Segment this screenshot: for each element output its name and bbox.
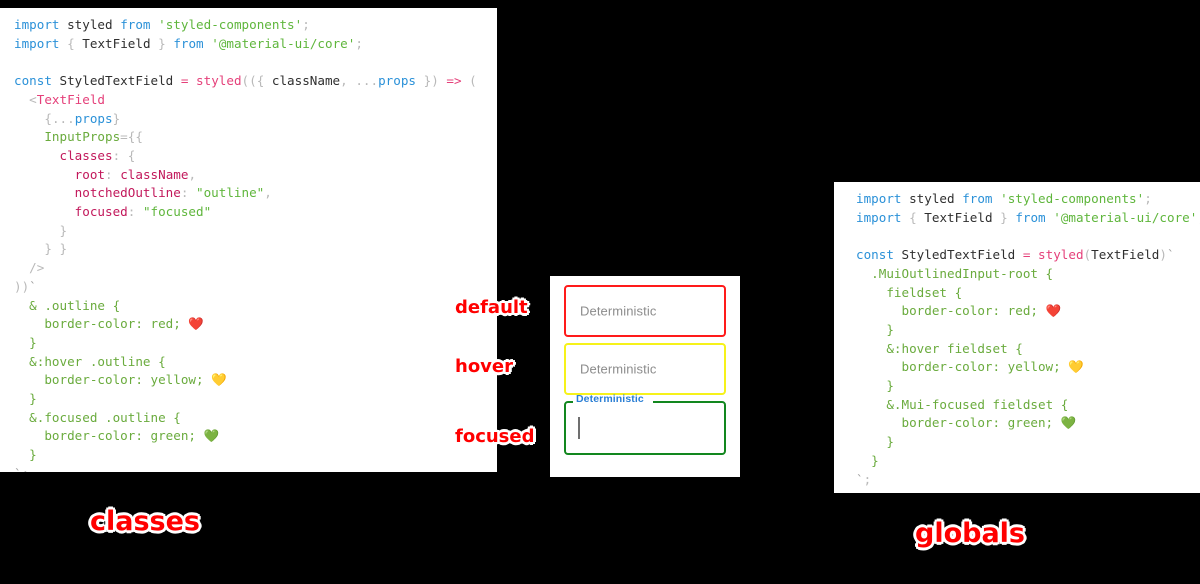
textfield-hover-text: Deterministic	[580, 361, 657, 377]
code-line: {...props}	[44, 110, 121, 126]
code-line: &.Mui-focused fieldset {	[886, 396, 1069, 412]
text-caret	[578, 417, 580, 439]
code-line: classes: {	[59, 147, 136, 163]
code-line: }	[59, 222, 68, 238]
textfield-hover[interactable]: Deterministic	[564, 343, 726, 395]
code-line: }	[886, 321, 894, 337]
textfield-default-text: Deterministic	[580, 303, 657, 319]
code-line: import { TextField } from '@material-ui/…	[856, 209, 1200, 225]
code-line: const StyledTextField = styled(({ classN…	[14, 73, 477, 89]
code-panel-classes: import styled from 'styled-components'; i…	[0, 8, 497, 472]
code-line: ))`	[14, 278, 37, 294]
code-line: focused: "focused"	[74, 204, 212, 220]
code-line: } }	[44, 241, 68, 257]
code-line	[856, 227, 1200, 246]
code-line: }	[871, 452, 879, 468]
title-globals: globals	[915, 518, 1026, 549]
textfield-focused-label: Deterministic	[576, 393, 644, 405]
code-line: import { TextField } from '@material-ui/…	[14, 35, 363, 51]
code-line: root: className,	[74, 166, 197, 182]
code-line: import styled from 'styled-components';	[856, 191, 1152, 206]
textfield-demo-panel: Deterministic Deterministic Deterministi…	[550, 276, 740, 477]
code-line: .MuiOutlinedInput-root {	[871, 265, 1054, 281]
code-line: />	[29, 260, 45, 276]
annotation-focused: focused	[455, 426, 535, 447]
notch-gap	[573, 399, 653, 403]
code-line: border-color: green; 💚	[44, 428, 220, 444]
code-line: fieldset {	[886, 284, 963, 300]
notched-outline	[564, 401, 726, 455]
code-line: border-color: yellow; 💛	[44, 372, 227, 388]
code-line: }	[886, 434, 894, 450]
code-line: border-color: yellow; 💛	[901, 359, 1084, 375]
code-line: }	[886, 378, 894, 394]
code-line: `;	[856, 471, 872, 487]
code-line: & .outline {	[29, 297, 121, 313]
code-line: const StyledTextField = styled(TextField…	[856, 247, 1175, 263]
code-line	[14, 53, 497, 72]
title-classes: classes	[90, 506, 201, 537]
code-line: }	[29, 391, 37, 407]
code-line: <TextField	[29, 91, 106, 107]
code-line: border-color: red; ❤️	[901, 303, 1062, 319]
code-panel-globals: import styled from 'styled-components'; i…	[834, 182, 1200, 493]
code-line: &:hover fieldset {	[886, 340, 1023, 356]
textfield-default[interactable]: Deterministic	[564, 285, 726, 337]
code-line: &:hover .outline {	[29, 353, 166, 369]
code-line: `;	[14, 465, 497, 472]
annotation-hover: hover	[455, 356, 513, 377]
code-line: &.focused .outline {	[29, 409, 181, 425]
code-line: border-color: green; 💚	[901, 415, 1077, 431]
textfield-focused[interactable]: Deterministic	[564, 393, 726, 455]
code-line: import styled from 'styled-components';	[14, 17, 310, 32]
annotation-default: default	[455, 297, 528, 318]
code-line: }	[29, 447, 37, 463]
code-line: border-color: red; ❤️	[44, 316, 204, 332]
code-line: }	[29, 334, 37, 350]
code-line: InputProps={{	[44, 129, 143, 145]
code-line: notchedOutline: "outline",	[74, 185, 272, 201]
